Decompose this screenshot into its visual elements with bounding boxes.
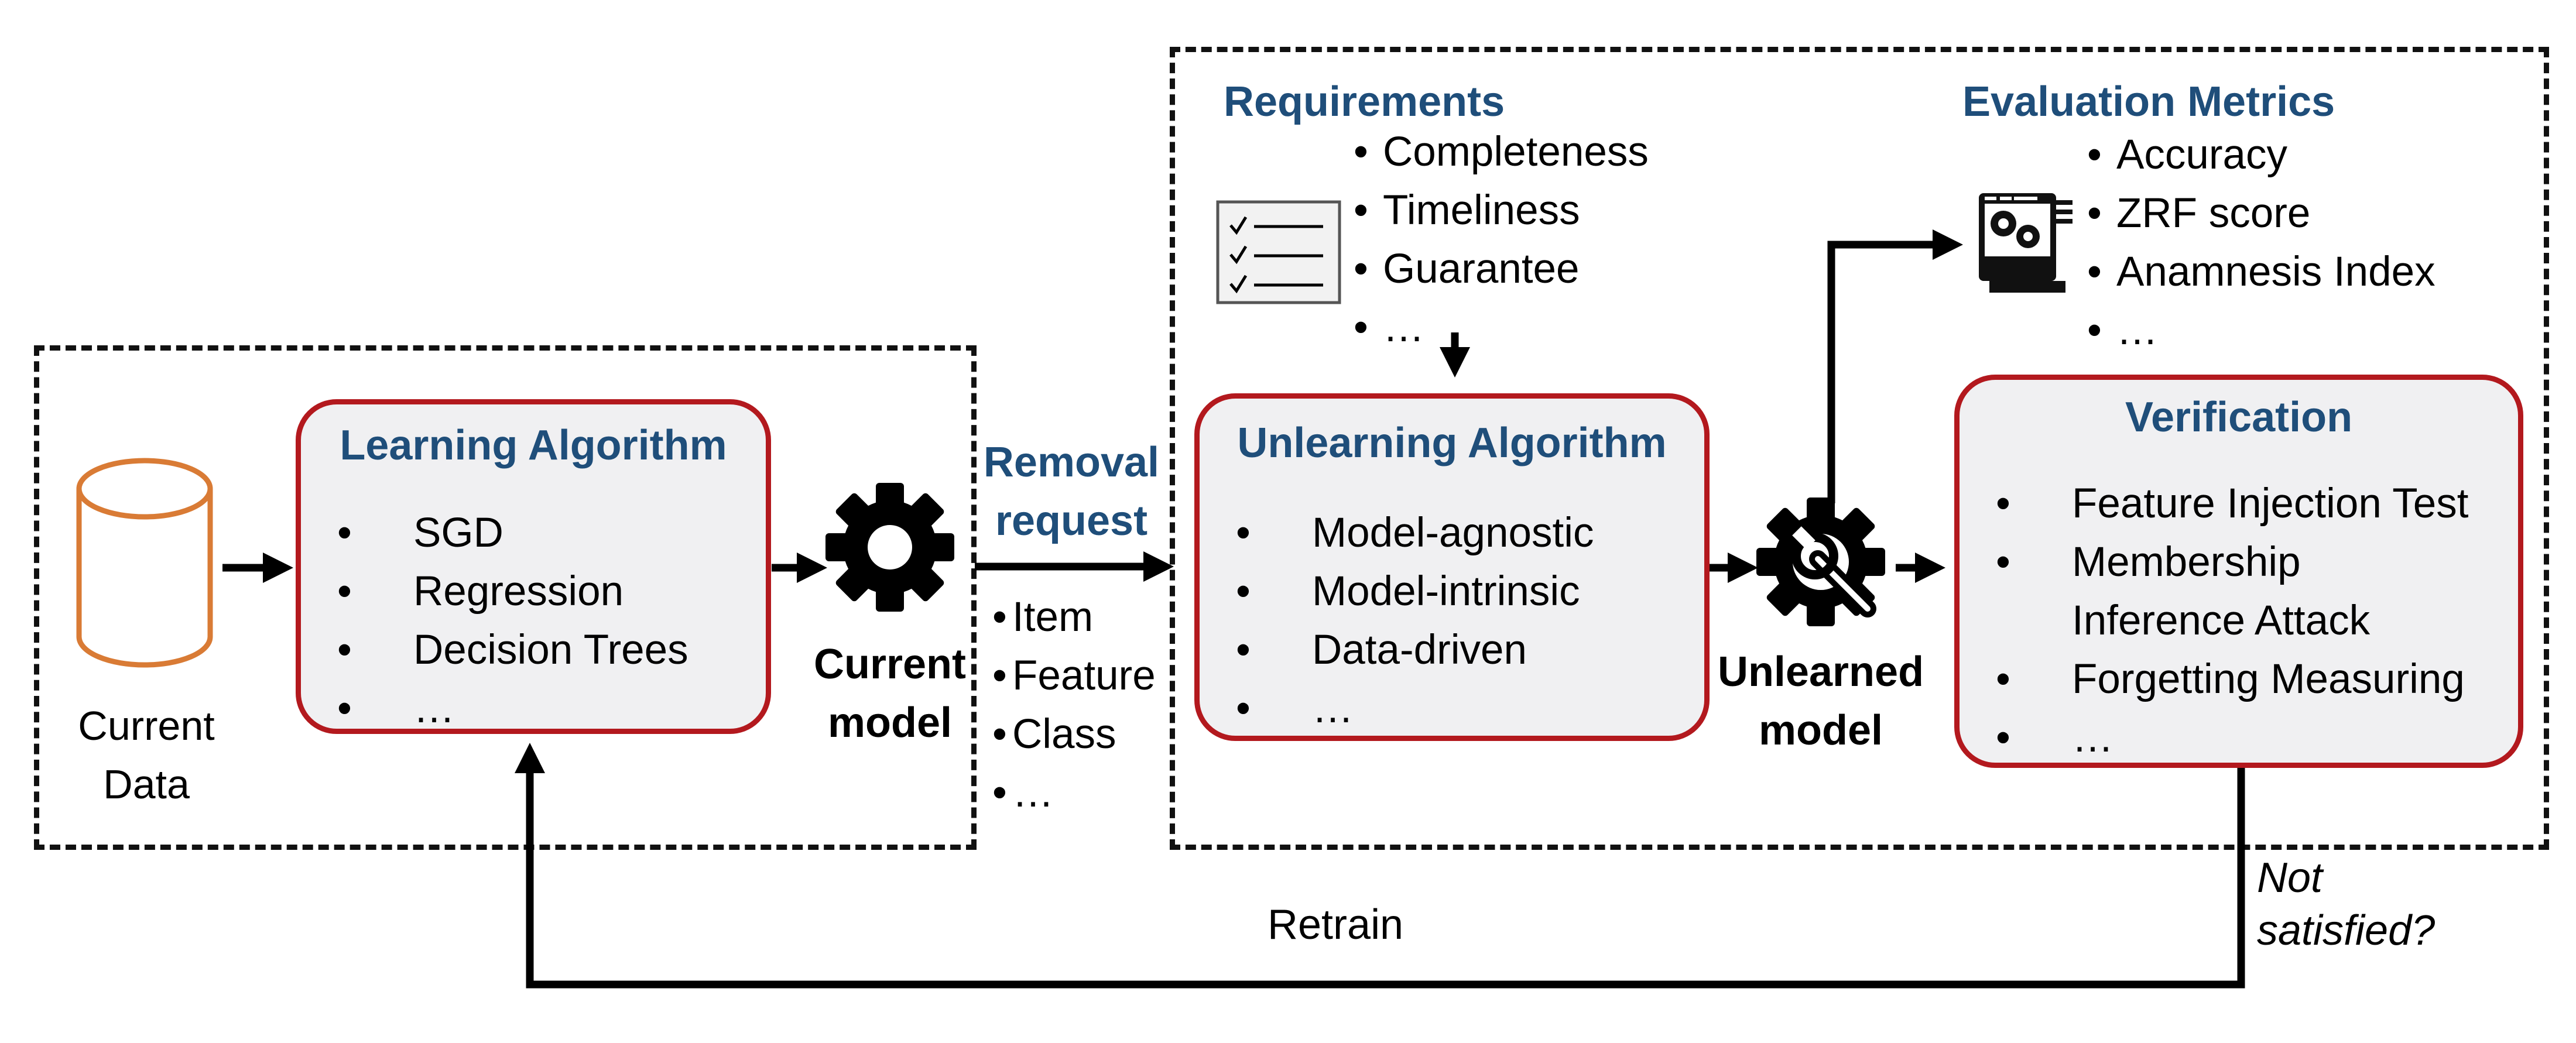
- list-item: Feature Injection Test: [1996, 475, 2469, 533]
- list-item: Model-intrinsic: [1236, 562, 1594, 621]
- not-satisfied-line2: satisfied?: [2257, 907, 2435, 954]
- list-item: Item: [992, 588, 1156, 647]
- list-item: Completeness: [1354, 123, 1649, 181]
- retrain-label: Retrain: [1268, 901, 1404, 948]
- gear-wrench-icon: [1756, 498, 1885, 626]
- unlearning-algorithm-box: Unlearning Algorithm Model-agnostic Mode…: [1194, 393, 1710, 741]
- current-model-label: Current model: [802, 635, 978, 752]
- list-item: Model-agnostic: [1236, 504, 1594, 562]
- arrow-retrain-loop: [515, 743, 2245, 989]
- arrow-model-to-metrics: [1827, 229, 1963, 503]
- current-data-line2: Data: [103, 761, 190, 807]
- list-item: …: [1354, 299, 1649, 357]
- list-item: Guarantee: [1354, 240, 1649, 299]
- list-item: Feature: [992, 647, 1156, 705]
- list-item: Data-driven: [1236, 621, 1594, 680]
- unlearned-model-label: Unlearned model: [1715, 643, 1926, 760]
- list-item: …: [2087, 301, 2435, 360]
- list-item: Anamnesis Index: [2087, 243, 2435, 301]
- checklist-icon: [1216, 200, 1341, 304]
- unlearning-group-frame: [1170, 47, 2549, 850]
- current-model-line2: model: [827, 699, 953, 746]
- evaluation-metrics-title: Evaluation Metrics: [1962, 78, 2335, 125]
- learning-algorithm-list: SGD Regression Decision Trees …: [337, 504, 688, 738]
- list-item: …: [337, 680, 688, 738]
- learning-group-frame: [34, 345, 977, 850]
- list-item: Accuracy: [2087, 126, 2435, 184]
- list-item: Membership: [1996, 533, 2469, 592]
- unlearned-model-line2: model: [1758, 707, 1883, 754]
- list-item: SGD: [337, 504, 688, 562]
- monitor-gears-icon: [1979, 193, 2073, 293]
- list-item: …: [1996, 709, 2469, 767]
- current-data-label: Current Data: [59, 697, 234, 814]
- list-item: Regression: [337, 562, 688, 621]
- list-item: ZRF score: [2087, 184, 2435, 243]
- list-item: Forgetting Measuring: [1996, 650, 2469, 709]
- not-satisfied-label: Not satisfied?: [2257, 852, 2435, 957]
- list-item: …: [1236, 680, 1594, 738]
- learning-algorithm-box: Learning Algorithm SGD Regression Decisi…: [296, 399, 771, 738]
- unlearning-algorithm-list: Model-agnostic Model-intrinsic Data-driv…: [1236, 504, 1594, 738]
- removal-request-line2: request: [995, 498, 1148, 544]
- requirements-list: Completeness Timeliness Guarantee …: [1354, 123, 1649, 357]
- requirements-title: Requirements: [1224, 78, 1505, 125]
- list-item: Class: [992, 705, 1156, 764]
- list-item: Timeliness: [1354, 181, 1649, 240]
- verification-title: Verification: [2125, 394, 2353, 441]
- gear-icon: [825, 483, 954, 612]
- not-satisfied-line1: Not: [2257, 855, 2323, 901]
- evaluation-metrics-list: Accuracy ZRF score Anamnesis Index …: [2087, 126, 2435, 360]
- verification-box: Verification Feature Injection Test Memb…: [1954, 375, 2523, 768]
- learning-algorithm-title: Learning Algorithm: [340, 422, 727, 469]
- unlearned-model-line1: Unlearned: [1717, 649, 1924, 695]
- unlearning-algorithm-title: Unlearning Algorithm: [1237, 420, 1667, 466]
- removal-request-line1: Removal: [983, 439, 1160, 486]
- removal-items-list: Item Feature Class …: [992, 588, 1156, 822]
- list-item-continuation: Inference Attack: [2072, 598, 2371, 644]
- database-icon: [76, 458, 213, 668]
- current-data-line1: Current: [78, 703, 215, 749]
- removal-request-label: Removal request: [972, 433, 1171, 550]
- list-item: Decision Trees: [337, 621, 688, 680]
- current-model-line1: Current: [813, 641, 966, 688]
- list-item: …: [992, 764, 1156, 822]
- verification-list: Feature Injection Test Membership Infere…: [1996, 475, 2469, 767]
